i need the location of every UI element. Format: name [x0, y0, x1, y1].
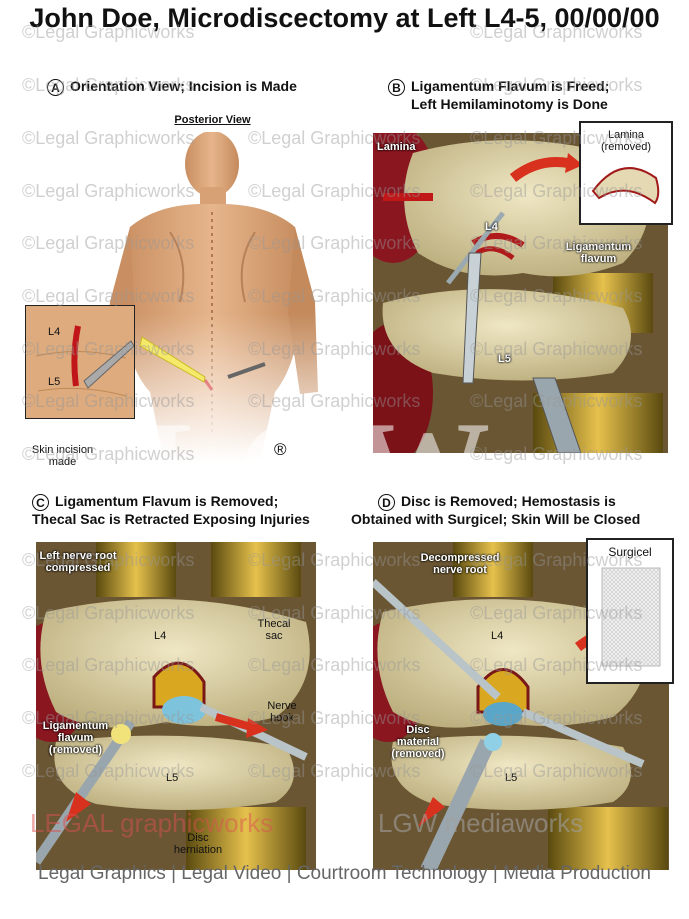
nerve-hook-label: Nerve hook [267, 700, 297, 724]
caption-c-line1: Ligamentum Flavum is Removed; [55, 493, 279, 509]
panel-letter-c: C [32, 493, 49, 511]
caption-a-text: Orientation View; Incision is Made [70, 78, 297, 94]
caption-a: A Orientation View; Incision is Made [47, 78, 297, 96]
lamina-fragment-illustration [591, 167, 660, 205]
surgicel-pad-illustration [601, 567, 661, 667]
caption-c-line2: Thecal Sac is Retracted Exposing Injurie… [32, 510, 310, 527]
panel-c-spine-illustration [36, 542, 316, 870]
caption-b: B Ligamentum Flavum is Freed; Left Hemila… [388, 78, 609, 113]
skin-incision-label: Skin incision made [31, 444, 94, 468]
inset-l5-label: L5 [48, 376, 61, 388]
surgicel-inset: Surgicel [586, 538, 674, 684]
incision-inset-illustration [26, 306, 134, 418]
caption-b-line2: Left Hemilaminotomy is Done [411, 95, 608, 112]
surgicel-label: Surgicel [608, 545, 652, 559]
disc-herniation-label: Disc herniation [173, 832, 223, 856]
caption-d-line1: Disc is Removed; Hemostasis is [401, 493, 616, 509]
d-l5-label: L5 [505, 772, 518, 784]
posterior-view-label: Posterior View [174, 114, 251, 126]
lamina-removed-inset: Lamina (removed) [579, 121, 673, 225]
lamina-removed-label: Lamina (removed) [600, 129, 652, 153]
panel-d-spine-illustration [373, 542, 669, 870]
inset-l4-label: L4 [48, 326, 61, 338]
lgw-watermark: LGW [140, 393, 495, 548]
left-nerve-root-label: Left nerve root compressed [39, 550, 117, 574]
registered-mark: ® [274, 440, 287, 459]
panel-letter-a: A [47, 78, 64, 96]
caption-c: C Ligamentum Flavum is Removed; Thecal Sa… [32, 493, 310, 528]
legal-graphicworks-logo: LEGAL graphicworks [30, 808, 274, 838]
panel-c-image: Left nerve root compressed L4 L5 Thecal … [36, 542, 316, 870]
lgw-mediaworks-logo: LGW mediaworks [378, 808, 584, 838]
caption-d: D Disc is Removed; Hemostasis is Obtained… [351, 493, 640, 528]
incision-inset: L4 L5 [25, 305, 135, 419]
ligamentum-flavum-label: Ligamentum flavum [565, 241, 632, 265]
caption-b-line1: Ligamentum Flavum is Freed; [411, 78, 610, 94]
d-l4-label: L4 [491, 630, 504, 642]
panel-letter-d: D [378, 493, 395, 511]
caption-d-line2: Obtained with Surgicel; Skin Will be Clo… [351, 510, 641, 527]
thecal-sac-label: Thecal sac [257, 618, 291, 642]
lamina-label: Lamina [377, 141, 416, 153]
panel-b-image: Lamina L4 L5 Ligamentum flavum [373, 133, 668, 453]
b-l4-label: L4 [485, 221, 498, 233]
footer-tagline: Legal Graphics | Legal Video | Courtroom… [38, 863, 651, 884]
ligamentum-removed-label: Ligamentum flavum (removed) [42, 720, 109, 756]
b-l5-label: L5 [498, 353, 511, 365]
panel-letter-b: B [388, 78, 405, 96]
decompressed-nerve-root-label: Decompressed nerve root [420, 552, 500, 576]
disc-material-label: Disc material (removed) [391, 724, 445, 760]
page-title: John Doe, Microdiscectomy at Left L4-5, … [29, 3, 660, 33]
c-l5-label: L5 [166, 772, 179, 784]
c-l4-label: L4 [154, 630, 167, 642]
